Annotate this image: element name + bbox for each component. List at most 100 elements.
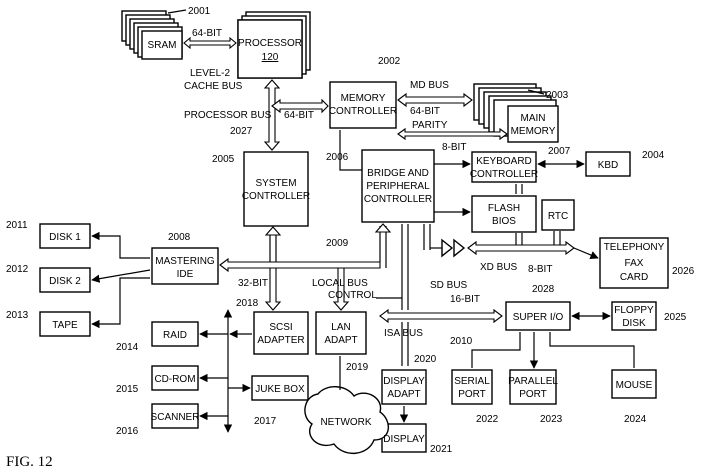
control-label: CONTROL bbox=[328, 290, 377, 301]
level2-label-1: LEVEL-2 bbox=[190, 68, 230, 79]
cd-rom-label: CD-ROM bbox=[154, 374, 195, 385]
display-adapt-label-2: ADAPT bbox=[387, 389, 420, 400]
processor-bus-label: PROCESSOR BUS bbox=[184, 110, 272, 121]
tape-box bbox=[39, 311, 91, 337]
mastering-ide-label-2: IDE bbox=[177, 269, 194, 280]
serial-port-box bbox=[451, 369, 493, 405]
parallel-port-label-1: PARALLEL bbox=[508, 376, 558, 387]
main-memory-label-2: MEMORY bbox=[511, 126, 556, 137]
processor-number: 120 bbox=[262, 52, 279, 63]
scanner-box bbox=[151, 403, 199, 429]
system-controller-box bbox=[243, 151, 309, 227]
telephony-label-1: TELEPHONY bbox=[604, 242, 665, 253]
parity-label: PARITY bbox=[412, 120, 448, 131]
memory-controller-box bbox=[329, 81, 397, 129]
ref-2004: 2004 bbox=[642, 150, 665, 161]
kbd-box bbox=[585, 151, 631, 177]
disk2-label: DISK 2 bbox=[49, 276, 81, 287]
ref-2022: 2022 bbox=[476, 414, 499, 425]
sram-width-label: 64-BIT bbox=[192, 28, 222, 39]
system-controller-label-1: SYSTEM bbox=[255, 178, 296, 189]
ref-2015: 2015 bbox=[116, 384, 139, 395]
disk1-box bbox=[39, 223, 91, 249]
ref-2026: 2026 bbox=[672, 266, 695, 277]
local-bus-ref: 2009 bbox=[326, 238, 349, 249]
telephony-label-2: FAX bbox=[625, 258, 644, 269]
telephony-box bbox=[599, 237, 669, 289]
lan-adapt-box bbox=[315, 311, 367, 355]
ref-2007: 2007 bbox=[548, 146, 571, 157]
ref-2006: 2006 bbox=[326, 152, 349, 163]
floppy-disk-label-1: FLOPPY bbox=[614, 305, 654, 316]
mouse-box bbox=[611, 369, 657, 399]
sram-label: SRAM bbox=[148, 40, 177, 51]
memory-controller-label-2: CONTROLLER bbox=[329, 106, 397, 117]
super-io-label: SUPER I/O bbox=[513, 312, 564, 323]
ref-2005: 2005 bbox=[212, 154, 235, 165]
floppy-disk-label-2: DISK bbox=[622, 318, 646, 329]
network-label: NETWORK bbox=[320, 417, 371, 428]
memory-controller-label-1: MEMORY bbox=[341, 93, 386, 104]
processor-bus-width: 64-BIT bbox=[284, 110, 314, 121]
ref-2017: 2017 bbox=[254, 416, 277, 427]
serial-port-label-2: PORT bbox=[458, 389, 486, 400]
ref-2016: 2016 bbox=[116, 426, 139, 437]
disk2-box bbox=[39, 267, 91, 293]
network-cloud bbox=[304, 386, 389, 454]
keyboard-controller-label-2: CONTROLLER bbox=[470, 169, 538, 180]
display-adapt-box bbox=[381, 369, 427, 405]
mastering-ide-label-1: MASTERING bbox=[155, 256, 215, 267]
cd-rom-box bbox=[151, 365, 199, 391]
scanner-label: SCANNER bbox=[151, 412, 200, 423]
sd-bus-label: SD BUS bbox=[430, 280, 468, 291]
disk1-label: DISK 1 bbox=[49, 232, 81, 243]
flash-bios-label-1: FLASH bbox=[488, 203, 520, 214]
ref-2003: 2003 bbox=[546, 90, 569, 101]
parallel-port-label-2: PORT bbox=[519, 389, 547, 400]
ref-2002: 2002 bbox=[378, 56, 401, 67]
lan-adapt-label-2: ADAPT bbox=[324, 335, 357, 346]
flash-bios-label-2: BIOS bbox=[492, 216, 516, 227]
scsi-adapter-box bbox=[253, 311, 309, 355]
scsi-adapter-label-1: SCSI bbox=[269, 322, 292, 333]
bus-labels: 64-BIT LEVEL-2 CACHE BUS PROCESSOR BUS 2… bbox=[184, 28, 552, 347]
isa-ref-label: 2010 bbox=[450, 336, 473, 347]
local-bus-label: LOCAL BUS bbox=[312, 278, 368, 289]
ref-2012: 2012 bbox=[6, 264, 29, 275]
main-memory-label-1: MAIN bbox=[521, 113, 546, 124]
ref-2011: 2011 bbox=[6, 220, 28, 231]
super-io-box bbox=[505, 301, 571, 331]
scsi-adapter-label-2: ADAPTER bbox=[257, 335, 304, 346]
ref-2001: 2001 bbox=[188, 6, 211, 17]
keyboard-controller-box bbox=[471, 151, 537, 183]
ref-2013: 2013 bbox=[6, 310, 29, 321]
raid-label: RAID bbox=[163, 330, 187, 341]
isa-width-label: 16-BIT bbox=[450, 294, 480, 305]
bridge-label-3: CONTROLLER bbox=[364, 194, 432, 205]
display-label: DISPLAY bbox=[383, 434, 425, 445]
ref-2018: 2018 bbox=[236, 298, 259, 309]
main-memory-box bbox=[507, 105, 559, 143]
level2-label-2: CACHE BUS bbox=[184, 81, 243, 92]
isa-bus-label: ISA BUS bbox=[384, 328, 423, 339]
local-bus-width: 32-BIT bbox=[238, 278, 268, 289]
xd-bus-label: XD BUS bbox=[480, 262, 518, 273]
system-controller-label-2: CONTROLLER bbox=[242, 191, 310, 202]
juke-box-label: JUKE BOX bbox=[255, 384, 305, 395]
ref-2021: 2021 bbox=[430, 444, 453, 455]
xd-width-label: 8-BIT bbox=[528, 264, 552, 275]
ref-2028: 2028 bbox=[532, 284, 555, 295]
serial-port-label-1: SERIAL bbox=[454, 376, 490, 387]
md-width-label: 64-BIT bbox=[410, 106, 440, 117]
bridge-box bbox=[361, 149, 435, 223]
tape-label: TAPE bbox=[52, 320, 78, 331]
processor-box bbox=[237, 19, 303, 79]
rtc-label: RTC bbox=[548, 211, 568, 222]
md-bus-label: MD BUS bbox=[410, 80, 449, 91]
bridge-label-2: PERIPHERAL bbox=[366, 181, 430, 192]
rtc-box bbox=[541, 199, 575, 231]
bridge-label-1: BRIDGE AND bbox=[367, 168, 429, 179]
parallel-port-box bbox=[509, 369, 557, 405]
reference-numbers: 2001 2002 2003 2005 2006 2007 2004 2026 … bbox=[6, 6, 695, 455]
